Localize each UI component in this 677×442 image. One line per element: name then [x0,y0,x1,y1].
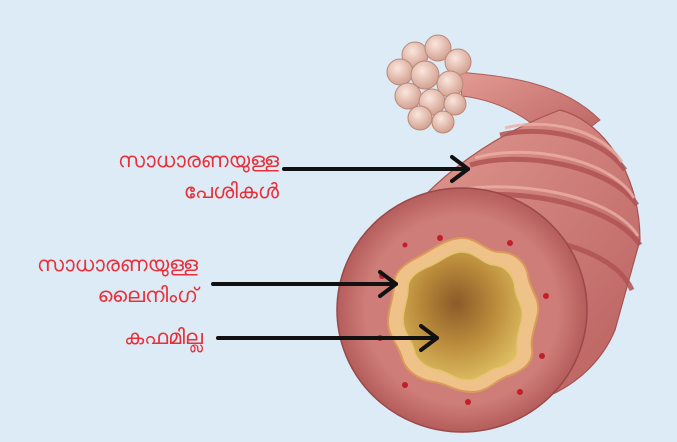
label-no-mucus: കഫമില്ല [124,322,203,352]
label-normal-lining-line2: ലൈനിംഗ് [98,280,198,310]
arrow-muscle [284,157,468,181]
alveoli-cluster [387,35,471,133]
label-normal-muscle-line2: പേശികൾ [184,176,279,206]
label-normal-muscle-line1: സാധാരണയുള്ള [118,145,279,175]
label-normal-lining-line1: സാധാരണയുള്ള [37,249,198,279]
airway-lumen [403,252,522,380]
